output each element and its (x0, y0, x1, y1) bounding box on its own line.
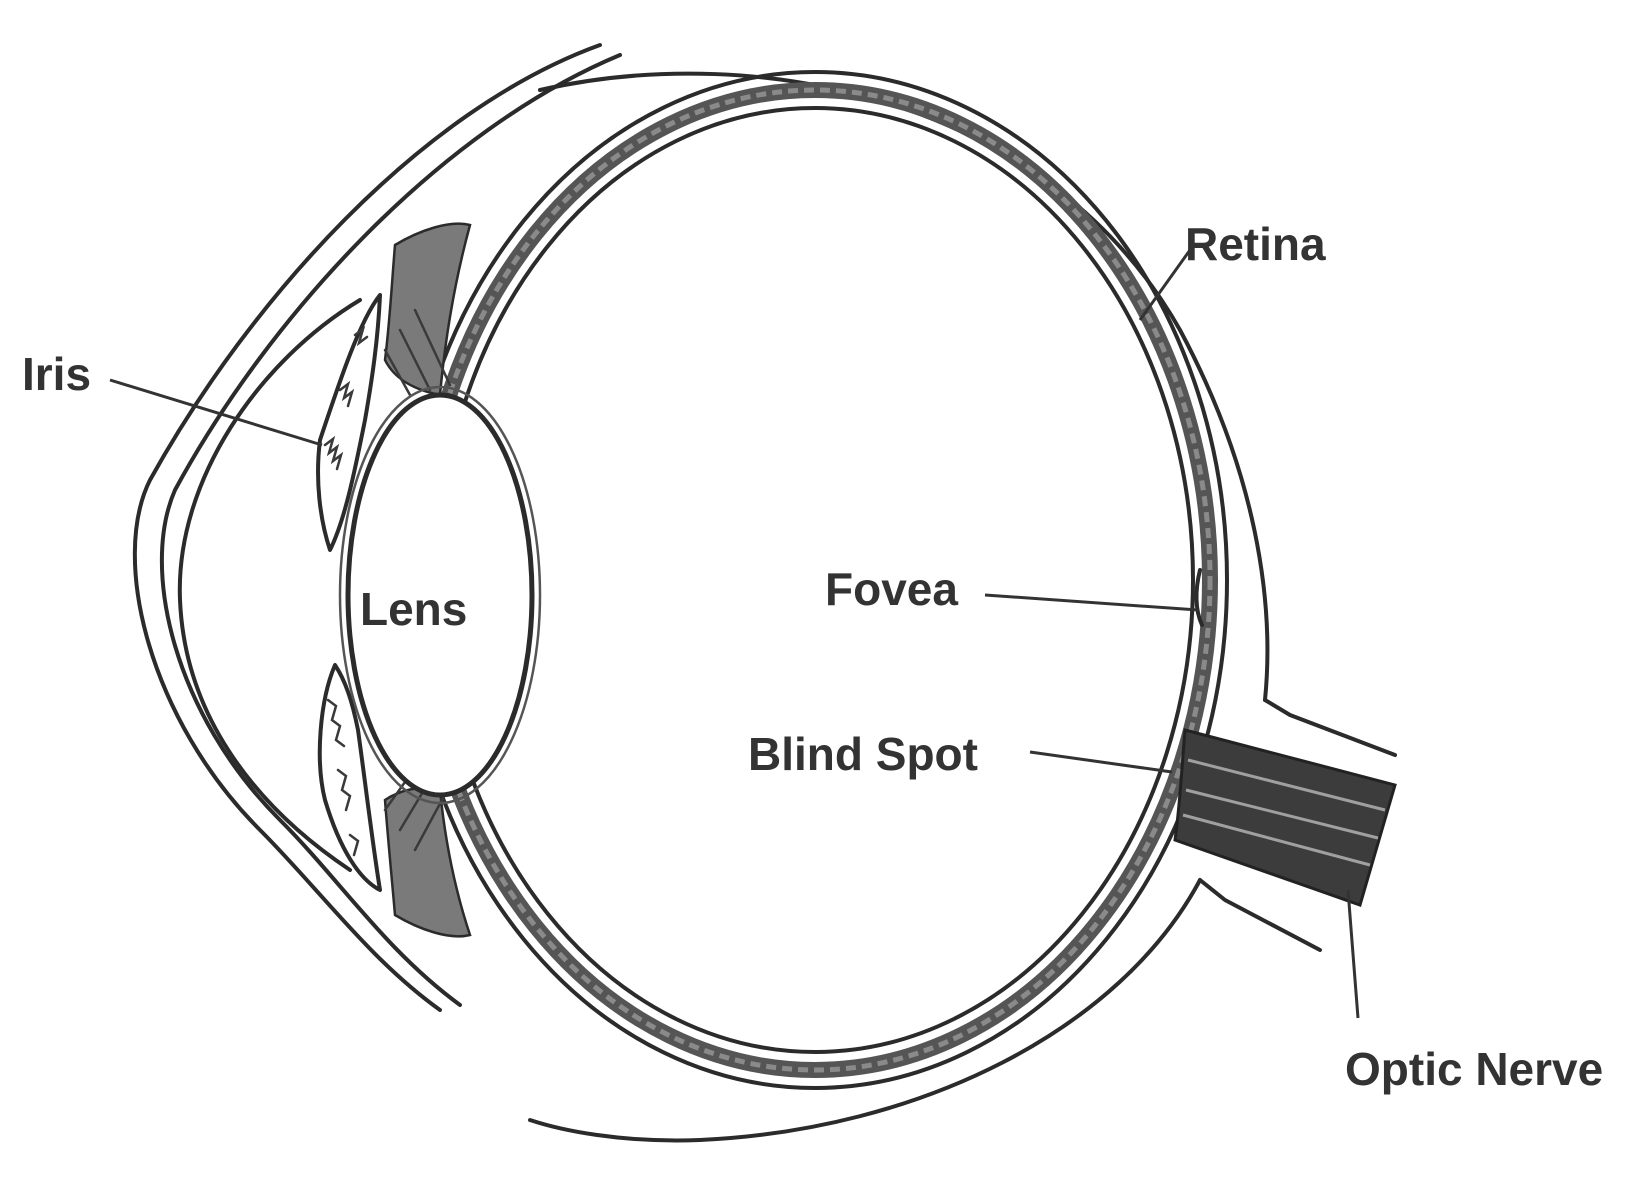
label-fovea: Fovea (825, 563, 958, 615)
label-optic-nerve: Optic Nerve (1345, 1043, 1603, 1095)
iris-leader (110, 380, 322, 445)
optic-nerve-sheath-top (1265, 700, 1395, 755)
label-lens: Lens (360, 583, 467, 635)
iris-bottom-texture (328, 700, 358, 855)
optic-nerve-leader (1348, 890, 1358, 1018)
label-retina: Retina (1185, 218, 1326, 270)
ciliary-body-bottom (385, 788, 470, 936)
blind-spot-leader (1030, 752, 1172, 772)
optic-nerve (1175, 730, 1395, 905)
inner-globe-wall (437, 108, 1193, 1052)
optic-nerve-sheath-bottom (1200, 880, 1320, 950)
label-blind-spot: Blind Spot (748, 728, 978, 780)
label-iris: Iris (22, 348, 91, 400)
fovea-leader (985, 595, 1198, 610)
